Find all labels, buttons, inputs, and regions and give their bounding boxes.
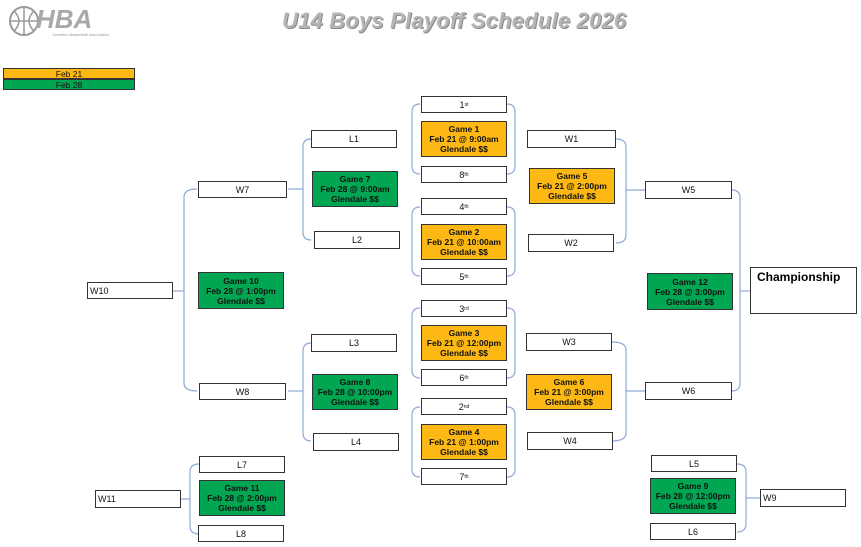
slot-l2: L2: [314, 231, 400, 249]
basketball-icon: [9, 6, 39, 36]
slot-w7: W7: [198, 181, 287, 198]
slot-l6: L6: [650, 523, 736, 540]
legend-feb21: Feb 21: [3, 68, 135, 79]
slot-l4: L4: [313, 433, 399, 451]
championship-box: Championship: [750, 267, 857, 314]
slot-w1: W1: [527, 130, 616, 148]
logo-text: HBA: [36, 4, 93, 34]
slot-w2: W2: [528, 234, 614, 252]
slot-w8: W8: [199, 383, 286, 400]
slot-l3: L3: [311, 334, 397, 352]
slot-l1: L1: [311, 130, 397, 148]
slot-w10: W10: [87, 282, 173, 299]
page-title: U14 Boys Playoff Schedule 2026: [282, 8, 627, 33]
slot-w5: W5: [645, 181, 732, 199]
slot-w11: W11: [95, 490, 181, 508]
hba-logo: HBA Hamilton Basketball Association: [6, 4, 116, 40]
slot-w3: W3: [526, 333, 612, 351]
slot-l7: L7: [199, 456, 285, 473]
slot-w9: W9: [760, 489, 846, 507]
slot-l8: L8: [198, 525, 284, 542]
slot-l5: L5: [651, 455, 737, 472]
slot-w6: W6: [645, 382, 732, 400]
legend-feb28: Feb 28: [3, 79, 135, 90]
logo-subtext: Hamilton Basketball Association: [52, 32, 110, 37]
slot-w4: W4: [527, 432, 613, 450]
